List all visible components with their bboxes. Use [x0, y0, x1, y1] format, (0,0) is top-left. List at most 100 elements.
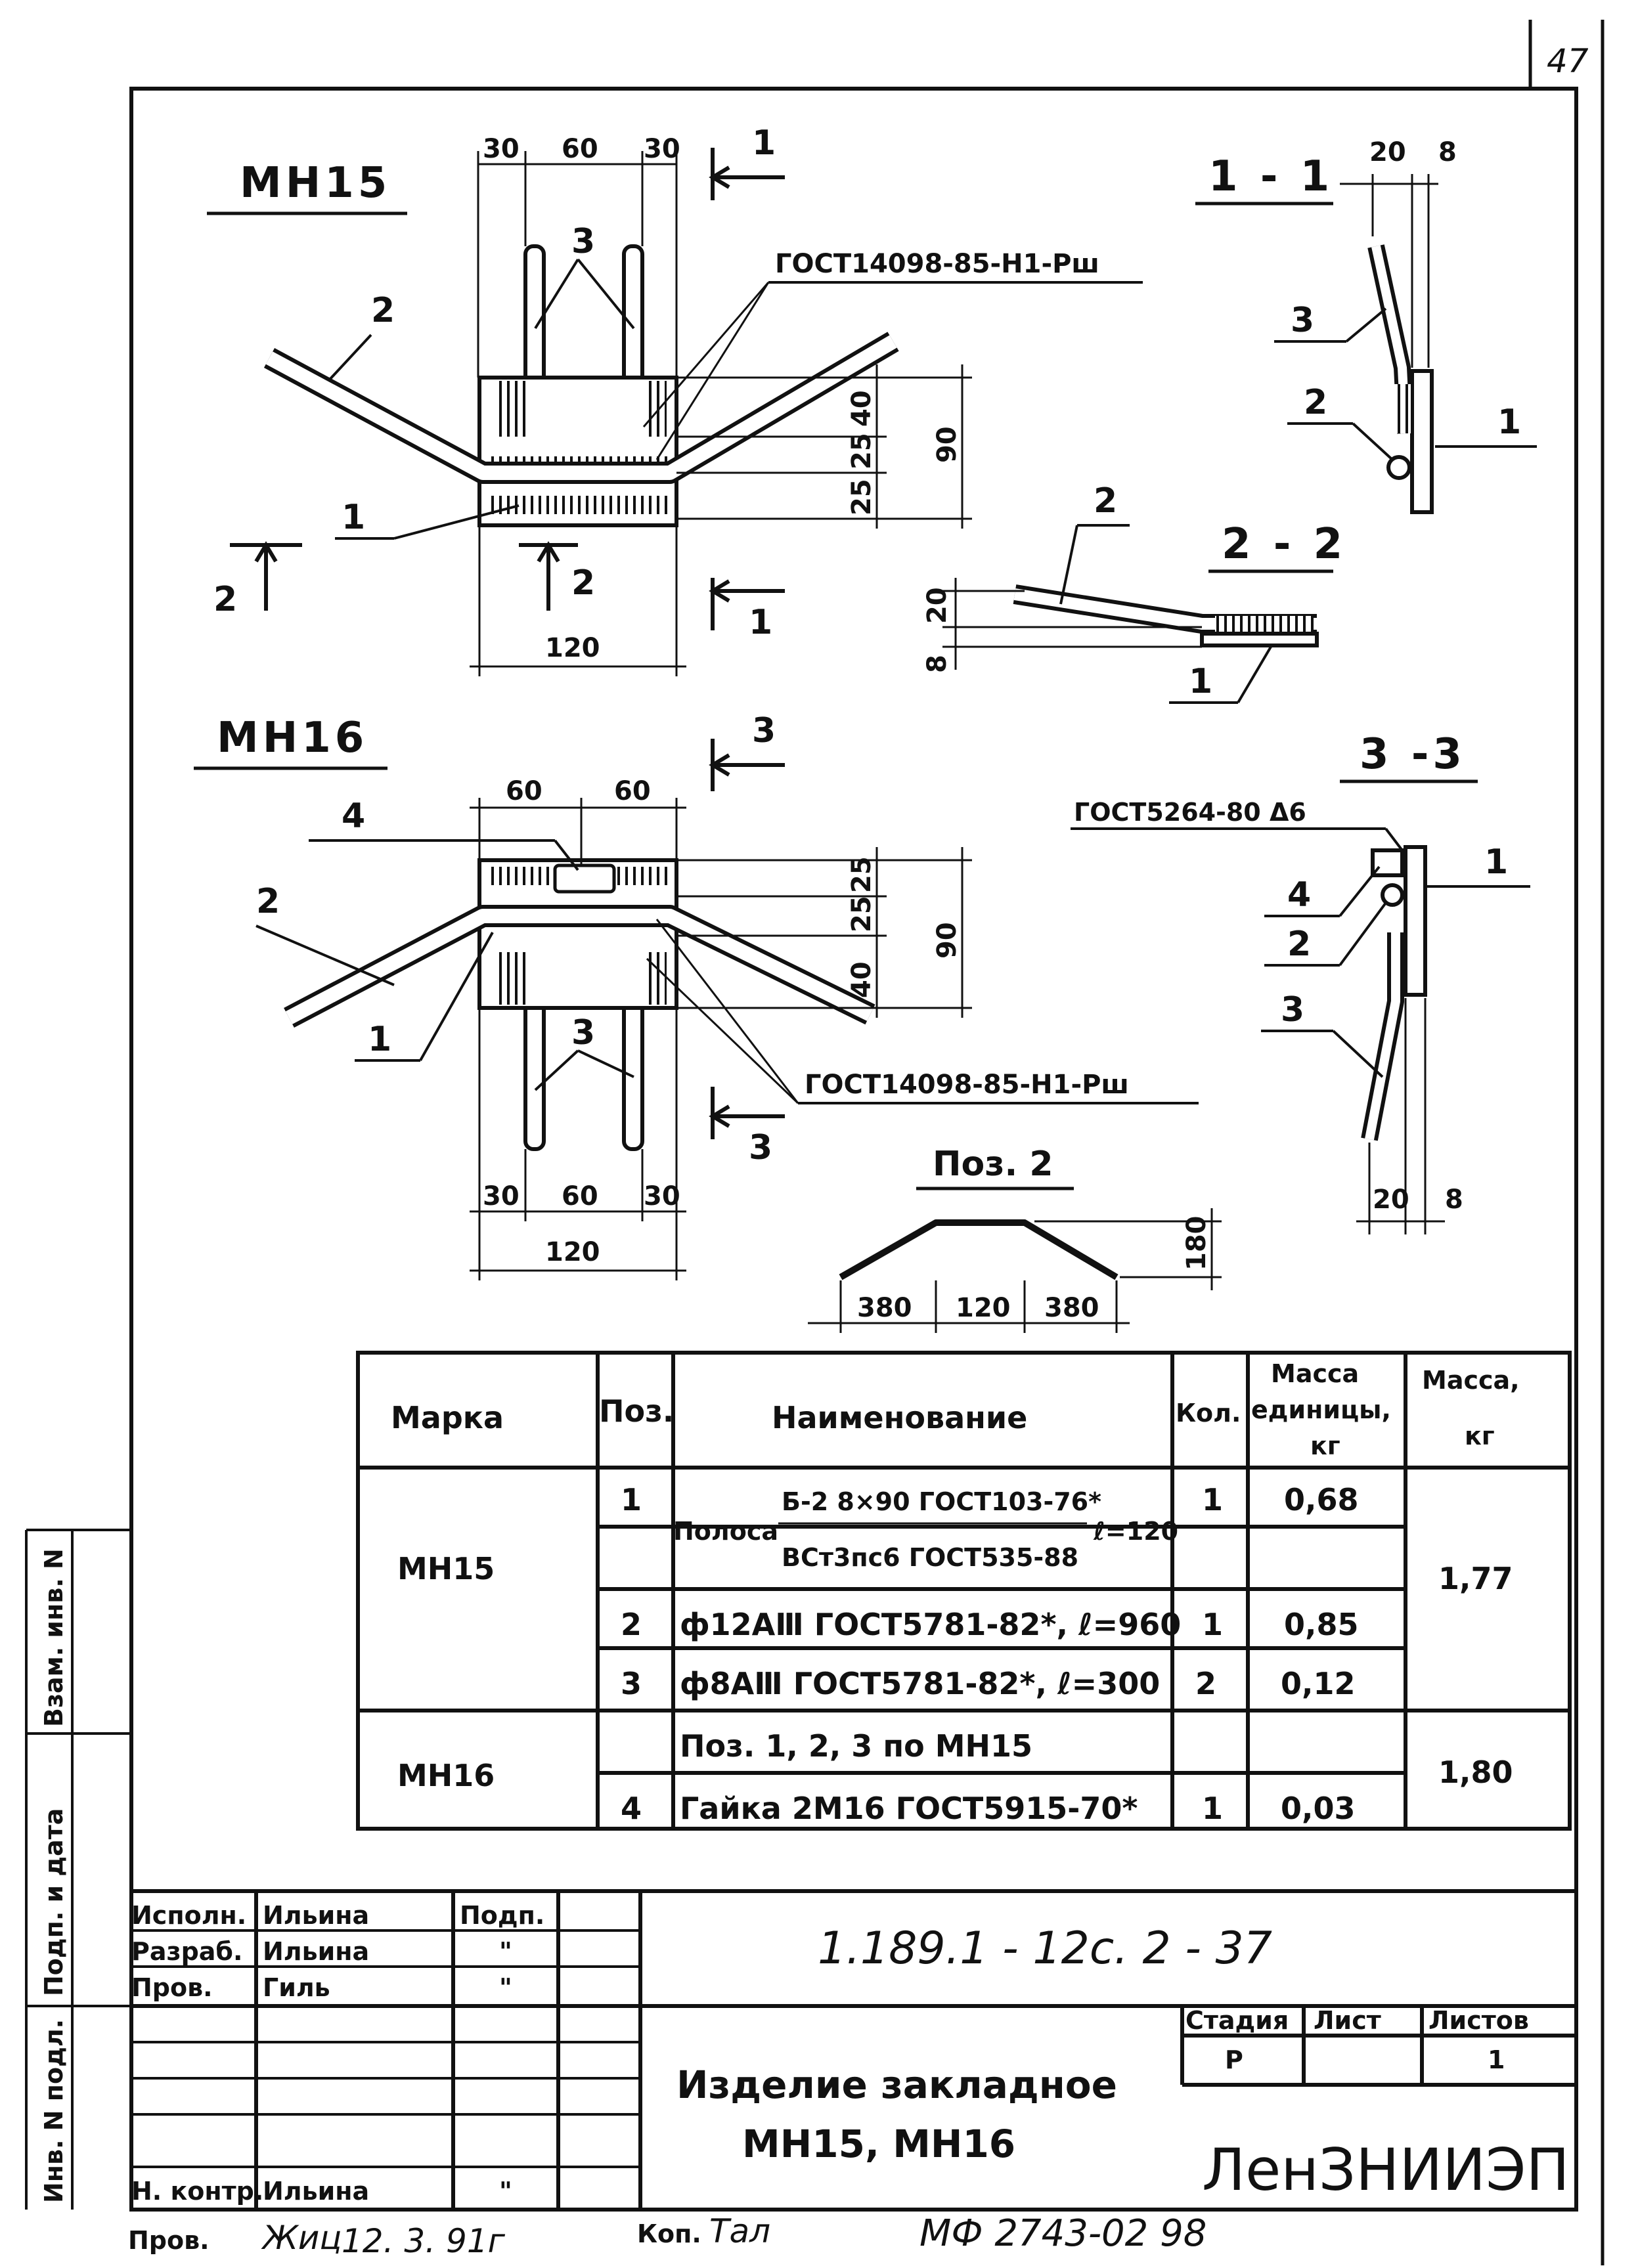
tb-sign-1: Подп.: [460, 1901, 544, 1930]
tb-sheet-label: Лист: [1314, 2006, 1381, 2035]
mh16-dim-right-25b: 25: [847, 896, 877, 932]
corner-number: 47: [1547, 42, 1589, 80]
sec22-plate: [1200, 632, 1319, 647]
sec11-lbl-3: 3: [1291, 301, 1314, 340]
row5-qty: 1: [1202, 1791, 1223, 1826]
row1-qty: 1: [1202, 1482, 1223, 1517]
mh15-section-2-left: 2: [213, 580, 237, 619]
sec22-title: 2 - 2: [1222, 520, 1346, 569]
side-podp: Подп. и дата: [39, 1808, 68, 1996]
tb-sheets-label: Листов: [1428, 2006, 1529, 2035]
mh15-dim-bottom: 120: [545, 633, 600, 663]
row1-unit-mass: 0,68: [1284, 1482, 1359, 1517]
tb-stage-value: Р: [1225, 2045, 1243, 2074]
th-unit-mass-1: Масса: [1271, 1359, 1359, 1388]
row3-name: ф8АⅢ ГОСТ5781-82*, ℓ=300: [680, 1666, 1160, 1701]
mh15-dim-top-30a: 30: [483, 134, 520, 164]
mass-mh16: 1,80: [1438, 1755, 1513, 1790]
sec33-dim-20: 20: [1373, 1185, 1409, 1215]
row1-name-prefix: Полоса: [673, 1517, 778, 1546]
sec33-lbl-2: 2: [1287, 925, 1311, 964]
tb-product-name-1: Изделие закладное: [676, 2062, 1117, 2107]
tb-sign-8: ": [499, 2177, 512, 2206]
pos2-dim-380a: 380: [857, 1293, 912, 1323]
tb-org: ЛенЗНИИЭП: [1202, 2136, 1570, 2204]
side-inv: Инв. N подл.: [39, 2019, 68, 2203]
pos2-dim-380b: 380: [1044, 1293, 1099, 1323]
side-strip: Взам. инв. N Подп. и дата Инв. N подл.: [26, 1548, 131, 2203]
tb-product-name-2: МН15, МН16: [742, 2122, 1015, 2166]
mh16-dim-right-25a: 25: [847, 856, 877, 893]
th-mass-2: кг: [1465, 1422, 1495, 1450]
sec33-lbl-3: 3: [1281, 990, 1304, 1030]
mh16-dim-right-90: 90: [932, 922, 962, 959]
mh15-gost-note: ГОСТ14098-85-Н1-Рш: [775, 249, 1099, 279]
sec33-lbl-1: 1: [1484, 842, 1508, 882]
sec33-lbl-4: 4: [1287, 875, 1311, 915]
sec33-nut: [1371, 848, 1404, 877]
mh15-pos-3: 3: [571, 222, 595, 261]
th-mass-1: Масса,: [1422, 1366, 1520, 1395]
sec22-dim-8: 8: [922, 655, 952, 673]
sec22-dim-20: 20: [922, 587, 952, 624]
note-prov-sign: Жиц: [261, 2219, 342, 2257]
tb-role-1: Исполн.: [131, 1901, 246, 1930]
sec22-lbl-1: 1: [1189, 662, 1212, 701]
mh15-title: МН15: [240, 159, 391, 207]
mh15-pos-2: 2: [371, 291, 395, 330]
note-kop: Коп.: [637, 2219, 701, 2248]
pos2-sketch: Поз. 2 380 120 380 180: [808, 1145, 1222, 1333]
tb-sign-3: ": [499, 1973, 512, 2002]
mh15-section-1-top: 1: [752, 123, 776, 163]
row2-unit-mass: 0,85: [1284, 1607, 1359, 1642]
tb-doc-code: 1.189.1 - 12с. 2 - 37: [818, 1923, 1272, 1974]
sec33-dim-8: 8: [1445, 1185, 1463, 1215]
row5-unit-mass: 0,03: [1281, 1791, 1356, 1826]
th-qty: Кол.: [1176, 1399, 1241, 1428]
tb-sign-2: ": [499, 1937, 512, 1966]
row4-name: Поз. 1, 2, 3 по МН15: [680, 1728, 1032, 1764]
pos2-title: Поз. 2: [933, 1145, 1053, 1184]
mh16-gost-note: ГОСТ14098-85-Н1-Рш: [805, 1070, 1129, 1100]
th-unit-mass-3: кг: [1310, 1431, 1340, 1460]
row1-name-num: Б-2 8×90 ГОСТ103-76*: [782, 1487, 1101, 1516]
sec11-dim-8: 8: [1438, 137, 1457, 167]
sec33-bar: [1381, 883, 1404, 907]
th-unit-mass-2: единицы,: [1251, 1395, 1391, 1424]
mh16-dim-bottom-total: 120: [545, 1237, 600, 1267]
mh16-dim-right-40: 40: [847, 961, 877, 998]
tb-name-1: Ильина: [263, 1901, 369, 1930]
view-mh16: МН16 4 2 1 3 ГОСТ14098-85-Н1-Рш: [194, 711, 1199, 1280]
note-archive: МФ 2743-02 98: [919, 2212, 1206, 2255]
row1-name-den: ВСт3пс6 ГОСТ535-88: [782, 1543, 1078, 1572]
mh16-dim-top-60b: 60: [614, 776, 651, 806]
sec33-plate: [1404, 845, 1427, 997]
mh16-section-3-top: 3: [752, 711, 776, 751]
row1-pos: 1: [621, 1482, 642, 1517]
mh16-dim-bottom-60: 60: [562, 1181, 598, 1211]
note-kop-sign: Тал: [709, 2212, 770, 2250]
tb-role-8: Н. контр.: [131, 2177, 263, 2206]
sec11-title: 1 - 1: [1208, 152, 1333, 201]
pos2-dim-180: 180: [1182, 1216, 1212, 1271]
mh16-section-3-bottom: 3: [749, 1128, 772, 1167]
row1-name-suffix: ℓ=120: [1093, 1517, 1178, 1546]
title-block: Исполн. Ильина Подп. Разраб. Ильина " Пр…: [131, 1889, 1576, 2210]
row3-qty: 2: [1195, 1666, 1216, 1701]
pos2-dim-120: 120: [956, 1293, 1011, 1323]
mh16-dim-bottom-30b: 30: [644, 1181, 680, 1211]
mark-mh15: МН15: [397, 1551, 495, 1586]
row2-pos: 2: [621, 1607, 642, 1642]
tb-role-2: Разраб.: [131, 1937, 242, 1966]
tb-name-3: Гиль: [263, 1973, 330, 2002]
mh15-dim-top-60: 60: [562, 134, 598, 164]
sec11-dim-20: 20: [1369, 137, 1406, 167]
mh15-section-2-center: 2: [571, 563, 595, 603]
bottom-notes: Пров. Жиц 12. 3. 91г Коп. Тал МФ 2743-02…: [128, 2212, 1206, 2260]
side-vzam: Взам. инв. N: [39, 1548, 68, 1727]
sec33-weld-note: ГОСТ5264-80 Δ6: [1074, 798, 1306, 827]
tb-name-2: Ильина: [263, 1937, 369, 1966]
mh15-dim-top-30b: 30: [644, 134, 680, 164]
spec-table: Марка Поз. Наименование Кол. Масса едини…: [356, 1351, 1572, 1831]
